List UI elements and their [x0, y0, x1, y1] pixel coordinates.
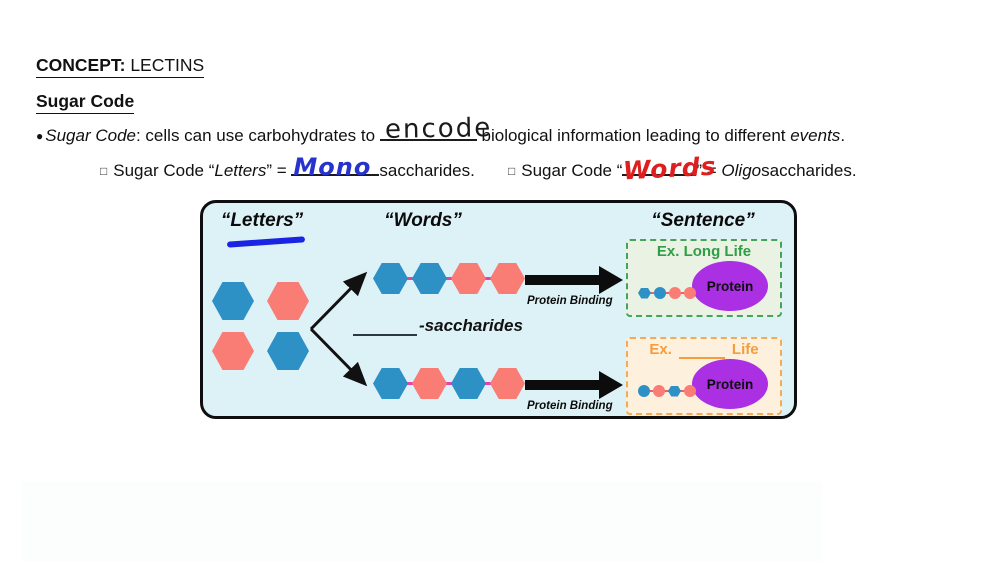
glycan-bead-red [684, 287, 696, 299]
oligosaccharide-chain-top [373, 263, 525, 294]
sub-left-text3: saccharides. [379, 161, 475, 180]
arrow-body [525, 275, 599, 285]
glycan-bead-blue [654, 287, 666, 299]
fill-in-blank-mono: Mono [291, 155, 380, 179]
faint-background-band [22, 481, 822, 561]
glycan-bead-red [669, 287, 681, 299]
arrow-head [599, 266, 623, 294]
protein-binding-label-top: Protein Binding [527, 295, 613, 307]
handwritten-encode: encode [384, 113, 493, 145]
concept-label: CONCEPT: [36, 55, 126, 75]
handwritten-mono: Mono [293, 153, 372, 181]
handwritten-words: Words [622, 151, 718, 186]
sugar-hexagon-blue [267, 332, 309, 370]
sugar-hexagon-blue [373, 263, 408, 294]
column-header-words: “Words” [384, 210, 462, 231]
fork-arrows [309, 271, 368, 387]
bullet-period: . [840, 126, 846, 145]
orange-title-suffix: Life [731, 341, 759, 358]
square-bullet-icon: □ [100, 164, 108, 178]
glycan-bead-red [653, 385, 665, 397]
glycan-bead-blue [668, 385, 681, 397]
main-bullet-line: ●Sugar Code: cells can use carbohydrates… [36, 113, 936, 146]
orange-title-prefix: Ex. [649, 341, 672, 358]
long-life-example-box: Ex. Long Life Protein [626, 239, 782, 317]
protein-ellipse: Protein [692, 359, 768, 409]
bullet-lead-italic: Sugar Code [45, 126, 136, 145]
sugar-hexagon-blue [212, 282, 254, 320]
sub-right-text1: Sugar Code “ [521, 161, 623, 180]
blank-life-example-box: Ex. Life Protein [626, 337, 782, 415]
concept-value: LECTINS [125, 55, 205, 75]
bullet-tail-italic: events [790, 126, 841, 145]
concept-heading: CONCEPT: LECTINS [36, 55, 205, 78]
saccharides-label: -saccharides [419, 316, 523, 335]
column-header-letters: “Letters” [220, 210, 304, 231]
square-bullet-icon: □ [508, 164, 516, 178]
sub-bullet-words: □ Sugar Code “Words” = Oligosaccharides. [508, 152, 857, 186]
glycan-bead-blue [638, 287, 651, 299]
protein-binding-label-bottom: Protein Binding [527, 400, 613, 412]
protein-ellipse: Protein [692, 261, 768, 311]
sub-left-text1: Sugar Code “ [113, 161, 215, 180]
sugar-hexagon-blue [412, 263, 447, 294]
fill-in-blank-encode: encode [379, 113, 492, 145]
bullet-tail-text: biological information leading to differ… [476, 126, 791, 145]
sub-left-text2: ” = [266, 161, 292, 180]
sugar-hexagon-red [267, 282, 309, 320]
blue-marker-underline [226, 236, 306, 248]
sub-right-text2: ” = [696, 161, 722, 180]
glycan-bead-blue [638, 385, 650, 397]
subtitle-text: Sugar Code [36, 91, 135, 114]
sugar-hexagon-red [490, 263, 525, 294]
glycosidic-link-line [377, 382, 521, 385]
long-life-title: Ex. Long Life [656, 243, 752, 260]
sub-right-italic: Oligo [721, 161, 762, 180]
arrow-body [525, 380, 599, 390]
subtitle-heading: Sugar Code [36, 91, 135, 114]
fill-in-blank-oligo [353, 318, 417, 336]
oligosaccharide-chain-bottom [373, 368, 525, 399]
glycosidic-link-line [377, 277, 521, 280]
protein-binding-arrow-bottom [525, 371, 625, 399]
bullet-icon: ● [36, 129, 44, 143]
protein-binding-arrow-top [525, 266, 625, 294]
arrow-head [599, 371, 623, 399]
saccharides-fill-in: -saccharides [353, 316, 523, 336]
sugar-hexagon-red [490, 368, 525, 399]
sugar-hexagon-red [451, 263, 486, 294]
glycan-bead-red [684, 385, 696, 397]
fill-in-blank-life [678, 344, 725, 359]
bullet-lead-text: : cells can use carbohydrates to [135, 126, 380, 145]
sugar-hexagon-red [212, 332, 254, 370]
sub-left-italic: Letters [214, 161, 267, 180]
sugar-code-diagram-panel: “Letters” “Words” “Sentence” -saccharide… [200, 200, 797, 419]
sub-right-text3: saccharides. [761, 161, 857, 180]
monosaccharide-letters-grid [212, 282, 309, 370]
fill-in-blank-words: Words [622, 152, 718, 185]
sugar-hexagon-blue [451, 368, 486, 399]
sugar-hexagon-red [412, 368, 447, 399]
glycan-bead-chain [638, 287, 704, 299]
column-header-sentence: “Sentence” [651, 210, 755, 231]
blank-life-title: Ex. Life [628, 341, 780, 359]
sugar-hexagon-blue [373, 368, 408, 399]
sub-bullet-letters: □ Sugar Code “Letters” = Mono saccharides. [100, 155, 475, 181]
glycan-bead-chain [638, 385, 704, 397]
